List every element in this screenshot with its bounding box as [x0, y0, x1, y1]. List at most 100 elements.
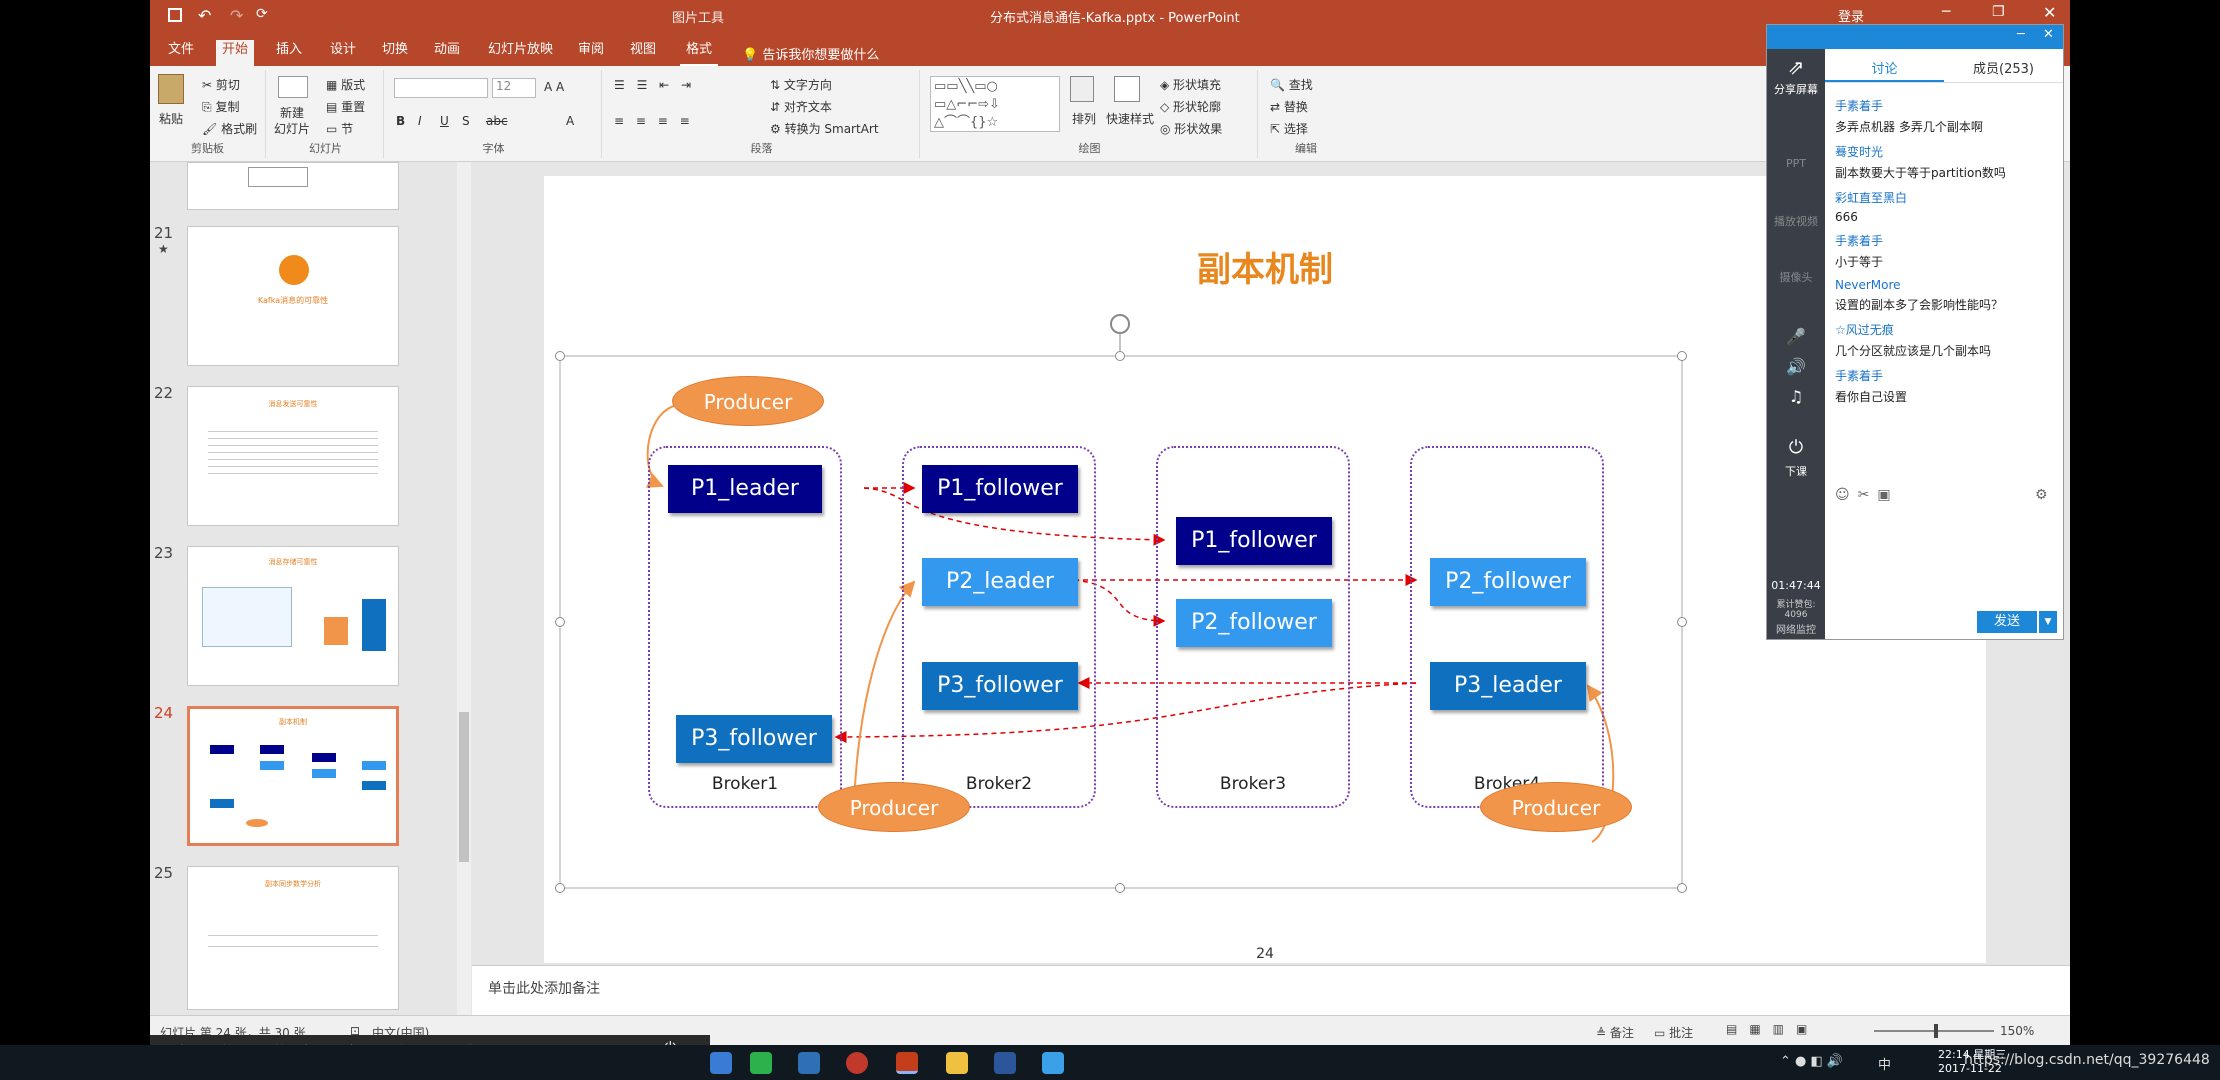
- scroll-thumb[interactable]: [459, 712, 469, 862]
- resize-handle[interactable]: [1115, 351, 1125, 361]
- chat-settings-icon[interactable]: ⚙: [2035, 487, 2048, 503]
- clock-time[interactable]: 22:14 星期三: [1938, 1048, 2007, 1061]
- view-buttons[interactable]: ▤▦▥▣: [1726, 1022, 1820, 1036]
- end-class-button[interactable]: 下课: [1785, 465, 1807, 478]
- spellcheck-icon[interactable]: ⊡: [350, 1024, 361, 1038]
- paste-icon[interactable]: [158, 74, 184, 104]
- shape-outline-button[interactable]: ◇ 形状轮廓: [1160, 100, 1222, 114]
- powerpoint-taskbar-icon[interactable]: [896, 1052, 918, 1074]
- thumbnail-slide-25[interactable]: 副本同步数学分析: [187, 866, 399, 1010]
- present-icon[interactable]: ⟳: [256, 6, 268, 22]
- share-screen-label[interactable]: 分享屏幕: [1774, 83, 1818, 96]
- new-slide-button-line1[interactable]: 新建: [280, 106, 305, 120]
- font-name-input[interactable]: [394, 78, 488, 98]
- format-painter-button[interactable]: 🖌 格式刷: [202, 122, 258, 136]
- tab-insert[interactable]: 插入: [276, 42, 303, 57]
- microphone-icon[interactable]: 🎤: [1786, 327, 1806, 346]
- resize-handle[interactable]: [1677, 883, 1687, 893]
- tab-members[interactable]: 成员(253): [1973, 62, 2034, 77]
- clock-date[interactable]: 2017-11-22: [1938, 1062, 2002, 1075]
- recorder-taskbar-icon[interactable]: [846, 1052, 868, 1074]
- tab-home[interactable]: 开始: [216, 40, 255, 66]
- reset-button[interactable]: ▤ 重置: [326, 100, 366, 114]
- thumbnail-slide-20[interactable]: [187, 162, 399, 210]
- browser-taskbar-icon[interactable]: [710, 1052, 732, 1074]
- zoom-slider-thumb[interactable]: [1934, 1024, 1938, 1038]
- tab-review[interactable]: 审阅: [578, 42, 605, 57]
- save-icon[interactable]: [168, 8, 182, 22]
- tab-discussion[interactable]: 讨论: [1825, 58, 1944, 82]
- producer-oval-top[interactable]: Producer: [672, 376, 824, 426]
- select-button[interactable]: ⇱ 选择: [1270, 122, 1308, 136]
- word-taskbar-icon[interactable]: [994, 1052, 1016, 1074]
- arrange-button[interactable]: 排列: [1072, 112, 1097, 126]
- tab-slideshow[interactable]: 幻灯片放映: [488, 42, 554, 57]
- share-screen-icon[interactable]: ⇗: [1787, 55, 1805, 79]
- classroom-taskbar-icon[interactable]: [1042, 1052, 1064, 1074]
- undo-icon[interactable]: ↶: [198, 6, 212, 25]
- font-size-input[interactable]: 12: [492, 78, 536, 98]
- speaker-icon[interactable]: 🔊: [1786, 357, 1806, 376]
- chat-minimize-icon[interactable]: ─: [2017, 27, 2025, 42]
- tab-animations[interactable]: 动画: [434, 42, 461, 57]
- ime-indicator[interactable]: 中: [1878, 1058, 1892, 1073]
- music-icon[interactable]: ♫: [1788, 387, 1804, 406]
- find-button[interactable]: 🔍 查找: [1270, 78, 1313, 92]
- tab-format[interactable]: 格式: [680, 40, 719, 66]
- cut-button[interactable]: ✂ 剪切: [202, 78, 240, 92]
- login-link[interactable]: 登录: [1838, 10, 1865, 25]
- play-video-button[interactable]: 播放视频: [1774, 215, 1818, 228]
- thumbnail-slide-21[interactable]: Kafka消息的可靠性: [187, 226, 399, 366]
- align-text-button[interactable]: ⇵ 对齐文本: [770, 100, 832, 114]
- resize-handle[interactable]: [555, 617, 565, 627]
- strike-icon[interactable]: abc: [486, 114, 508, 128]
- b3-p2-follower[interactable]: P2_follower: [1176, 599, 1332, 647]
- bird-app-taskbar-icon[interactable]: [798, 1052, 820, 1074]
- b4-p3-leader[interactable]: P3_leader: [1430, 662, 1586, 710]
- b4-p2-follower[interactable]: P2_follower: [1430, 558, 1586, 606]
- replace-button[interactable]: ⇄ 替换: [1270, 100, 1308, 114]
- notes-toggle[interactable]: ≜ 备注: [1596, 1026, 1634, 1040]
- bold-icon[interactable]: B: [396, 114, 406, 128]
- send-button[interactable]: 发送: [1977, 611, 2037, 633]
- shape-effects-button[interactable]: ◎ 形状效果: [1160, 122, 1223, 136]
- producer-oval-bottom-left[interactable]: Producer: [818, 782, 970, 832]
- tab-design[interactable]: 设计: [330, 42, 357, 57]
- shapes-gallery[interactable]: ▭▭╲╲▭○▭△⌐⌐⇨⇩△⌒⌒{}☆: [930, 76, 1060, 132]
- list-icons[interactable]: ☰ ☰ ⇤ ⇥: [614, 78, 696, 92]
- b1-p3-follower[interactable]: P3_follower: [676, 715, 832, 763]
- end-class-icon[interactable]: ⏻: [1788, 437, 1804, 458]
- rotate-handle-icon[interactable]: [1110, 314, 1130, 334]
- tray-icons[interactable]: ⌃ ● ◧ 🔊: [1780, 1054, 1844, 1069]
- section-button[interactable]: ▭ 节: [326, 122, 354, 136]
- broker4-box[interactable]: [1410, 446, 1604, 808]
- quick-styles-icon[interactable]: [1114, 76, 1140, 102]
- broker1-box[interactable]: [648, 446, 842, 808]
- smartart-button[interactable]: ⚙ 转换为 SmartArt: [770, 122, 879, 136]
- font-color-icon[interactable]: A: [566, 114, 575, 128]
- close-icon[interactable]: ✕: [2043, 3, 2057, 22]
- resize-handle[interactable]: [555, 351, 565, 361]
- iqiyi-taskbar-icon[interactable]: [750, 1052, 772, 1074]
- thumbnail-slide-24-selected[interactable]: 副本机制: [187, 706, 399, 846]
- notes-pane[interactable]: 单击此处添加备注: [472, 965, 2070, 1015]
- redo-icon[interactable]: ↷: [230, 6, 244, 25]
- underline-icon[interactable]: U: [440, 114, 449, 128]
- paste-button[interactable]: 粘贴: [159, 112, 184, 126]
- resize-handle[interactable]: [1677, 351, 1687, 361]
- b2-p3-follower[interactable]: P3_follower: [922, 662, 1078, 710]
- minimize-icon[interactable]: ─: [1942, 4, 1951, 20]
- chat-input-tools[interactable]: ☺✂▣: [1835, 487, 1899, 503]
- resize-handle[interactable]: [1677, 617, 1687, 627]
- font-grow-icon[interactable]: A A: [544, 80, 565, 94]
- notes-placeholder[interactable]: 单击此处添加备注: [488, 981, 600, 997]
- quick-styles-button[interactable]: 快速样式: [1106, 112, 1155, 126]
- b2-p2-leader[interactable]: P2_leader: [922, 558, 1078, 606]
- b1-p1-leader[interactable]: P1_leader: [668, 465, 822, 513]
- italic-icon[interactable]: I: [418, 114, 422, 128]
- b3-p1-follower[interactable]: P1_follower: [1176, 517, 1332, 565]
- tab-view[interactable]: 视图: [630, 42, 657, 57]
- send-options-icon[interactable]: ▼: [2039, 611, 2057, 633]
- chat-input[interactable]: [1835, 509, 2057, 609]
- camera-button[interactable]: 摄像头: [1779, 271, 1813, 284]
